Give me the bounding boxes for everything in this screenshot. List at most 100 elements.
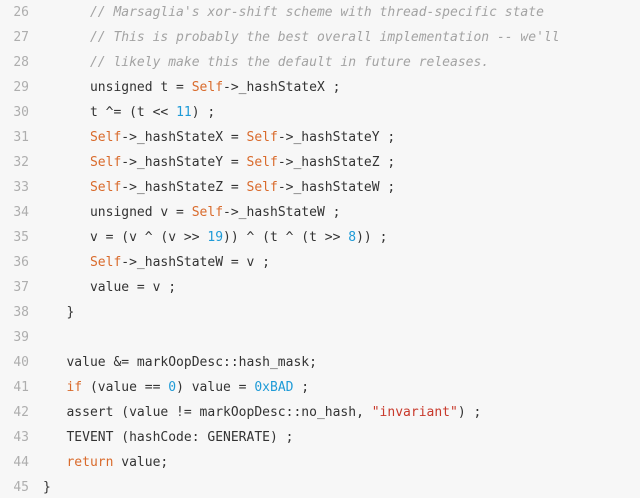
- token-plain: ) ;: [457, 405, 482, 420]
- code-text: value = v ;: [43, 275, 176, 300]
- code-text: assert (value != markOopDesc::no_hash, "…: [43, 400, 481, 425]
- code-text: // Marsaglia's xor-shift scheme with thr…: [43, 0, 544, 25]
- line-number: 40: [13, 355, 29, 370]
- code-text: Self->_hashStateZ = Self->_hashStateW ;: [43, 175, 395, 200]
- line-number: 42: [13, 405, 29, 420]
- token-plain: ->_hashStateW ;: [277, 180, 396, 195]
- code-line: 35 v = (v ^ (v >> 19)) ^ (t ^ (t >> 8)) …: [0, 225, 640, 250]
- token-plain: )) ;: [356, 230, 388, 245]
- line-number: 36: [13, 255, 29, 270]
- code-line: 31 Self->_hashStateX = Self->_hashStateY…: [0, 125, 640, 150]
- code-text: unsigned v = Self->_hashStateW ;: [43, 200, 340, 225]
- code-text: value &= markOopDesc::hash_mask;: [43, 350, 317, 375]
- token-keyword: Self: [191, 80, 224, 95]
- code-text: v = (v ^ (v >> 19)) ^ (t ^ (t >> 8)) ;: [43, 225, 387, 250]
- code-text: return value;: [43, 450, 168, 475]
- token-keyword: if: [66, 380, 83, 395]
- indent: [43, 180, 90, 195]
- line-number: 45: [13, 480, 29, 495]
- line-number: 43: [13, 430, 29, 445]
- token-plain: ) value =: [176, 380, 255, 395]
- indent: [43, 105, 90, 120]
- token-plain: ->_hashStateZ ;: [277, 155, 396, 170]
- indent: [43, 80, 90, 95]
- line-number: 37: [13, 280, 29, 295]
- line-number: 39: [13, 330, 29, 345]
- token-plain: value = v ;: [89, 280, 177, 295]
- code-line: 43 TEVENT (hashCode: GENERATE) ;: [0, 425, 640, 450]
- indent: [43, 405, 66, 420]
- line-number: 32: [13, 155, 29, 170]
- indent: [43, 305, 66, 320]
- token-keyword: Self: [89, 180, 122, 195]
- indent: [43, 30, 90, 45]
- token-keyword: Self: [246, 180, 278, 195]
- code-line: 40 value &= markOopDesc::hash_mask;: [0, 350, 640, 375]
- code-line: 42 assert (value != markOopDesc::no_hash…: [0, 400, 640, 425]
- token-keyword: Self: [89, 130, 122, 145]
- token-keyword: return: [66, 455, 114, 470]
- code-text: t ^= (t << 11) ;: [43, 100, 215, 125]
- indent: [43, 5, 90, 20]
- code-line: 38 }: [0, 300, 640, 325]
- line-number: 30: [13, 105, 29, 120]
- token-string: "invariant": [371, 405, 458, 420]
- token-plain: }: [66, 305, 75, 320]
- token-comment: // This is probably the best overall imp…: [89, 30, 560, 45]
- line-number: 35: [13, 230, 29, 245]
- token-plain: ->_hashStateY =: [121, 155, 247, 170]
- line-number: 33: [13, 180, 29, 195]
- code-line: 32 Self->_hashStateY = Self->_hashStateZ…: [0, 150, 640, 175]
- indent: [43, 205, 90, 220]
- indent: [43, 430, 66, 445]
- line-number: 29: [13, 80, 29, 95]
- token-keyword: Self: [89, 255, 122, 270]
- code-text: unsigned t = Self->_hashStateX ;: [43, 75, 340, 100]
- line-number: 27: [13, 30, 29, 45]
- token-plain: ) ;: [191, 105, 216, 120]
- token-plain: )) ^ (t ^ (t >>: [223, 230, 349, 245]
- token-plain: TEVENT (hashCode: GENERATE) ;: [66, 430, 294, 445]
- code-line: 41 if (value == 0) value = 0xBAD ;: [0, 375, 640, 400]
- code-line: 33 Self->_hashStateZ = Self->_hashStateW…: [0, 175, 640, 200]
- token-plain: ->_hashStateY ;: [277, 130, 396, 145]
- code-text: }: [43, 475, 51, 498]
- code-line: 26 // Marsaglia's xor-shift scheme with …: [0, 0, 640, 25]
- line-number: 41: [13, 380, 29, 395]
- token-plain: v = (v ^ (v >>: [89, 230, 208, 245]
- token-number: 11: [176, 105, 192, 120]
- line-number: 34: [13, 205, 29, 220]
- code-text: // This is probably the best overall imp…: [43, 25, 560, 50]
- token-plain: value &= markOopDesc::hash_mask;: [66, 355, 317, 370]
- indent: [43, 455, 66, 470]
- token-keyword: Self: [246, 130, 278, 145]
- indent: [43, 230, 90, 245]
- token-plain: ;: [293, 380, 310, 395]
- token-number: 0: [168, 380, 177, 395]
- code-text: // likely make this the default in futur…: [43, 50, 489, 75]
- indent: [43, 55, 90, 70]
- code-line: 39: [0, 325, 640, 350]
- indent: [43, 155, 90, 170]
- code-line: 27 // This is probably the best overall …: [0, 25, 640, 50]
- code-text: Self->_hashStateW = v ;: [43, 250, 270, 275]
- line-number: 28: [13, 55, 29, 70]
- indent: [43, 380, 66, 395]
- token-plain: ->_hashStateZ =: [121, 180, 247, 195]
- token-keyword: Self: [246, 155, 278, 170]
- code-text: }: [43, 300, 74, 325]
- code-line: 29 unsigned t = Self->_hashStateX ;: [0, 75, 640, 100]
- token-keyword: Self: [89, 155, 122, 170]
- token-number: 19: [207, 230, 224, 245]
- token-plain: }: [43, 480, 51, 495]
- token-plain: value;: [113, 455, 169, 470]
- indent: [43, 255, 90, 270]
- line-number: 44: [13, 455, 29, 470]
- code-line: 28 // likely make this the default in fu…: [0, 50, 640, 75]
- token-plain: unsigned v =: [89, 205, 192, 220]
- token-comment: // Marsaglia's xor-shift scheme with thr…: [89, 5, 544, 20]
- token-plain: ->_hashStateW ;: [223, 205, 341, 220]
- line-number: 31: [13, 130, 29, 145]
- token-plain: t ^= (t <<: [89, 105, 177, 120]
